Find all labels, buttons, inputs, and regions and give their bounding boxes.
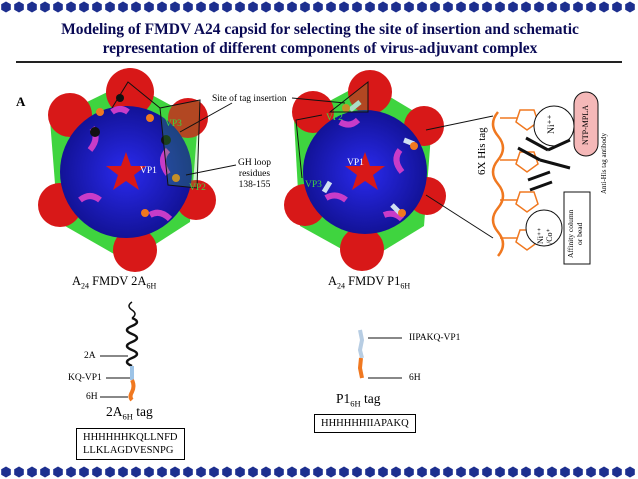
gh-loop-label: GH loop residues 138-155 [238, 158, 271, 191]
right-vp1-label: VP1 [347, 158, 364, 169]
tag-2a6h-schematic [100, 302, 137, 400]
tag-p1-6h-label: 6H [409, 373, 421, 384]
left-name-sub2: 6H [146, 282, 156, 291]
tag-2a-6h-label: 6H [86, 392, 98, 403]
affinity-line-2: or bead [575, 210, 584, 258]
tag-p1-caption: P16H tag [336, 391, 381, 409]
ntp-mpla-label: NTP-MPLA [581, 105, 590, 145]
left-vp2-label: VP2 [189, 183, 206, 194]
gh-loop-line-3: 138-155 [238, 180, 271, 191]
right-name-sub2: 6H [400, 282, 410, 291]
tag-2a-seq-line-1: HHHHHHKQLLNFD [83, 431, 178, 444]
site-of-insertion-label: Site of tag insertion [212, 94, 287, 105]
tag-2a-sequence-box: HHHHHHKQLLNFD LLKLAGDVESNPG [76, 428, 185, 460]
left-capsid-model [38, 68, 236, 272]
tag-p16h-schematic [360, 330, 402, 378]
tag-2a-caption-sub: 6H [123, 412, 133, 422]
left-name-prefix: A [72, 274, 81, 288]
tag-2a-label: 2A [84, 351, 96, 362]
tag-iipakq-label: IIPAKQ-VP1 [409, 333, 460, 344]
right-name-prefix: A [328, 274, 337, 288]
antibody-label: Anti-His tag antibody [600, 133, 608, 194]
ni-bottom-label: Ni⁺⁺ /Co⁺ [536, 228, 554, 244]
left-capsid-name: A24 FMDV 2A6H [72, 274, 156, 291]
ni-bottom-line-1: Ni⁺⁺ [536, 228, 545, 244]
tag-2a-caption-a: 2A [106, 404, 123, 419]
affinity-line-1: Affinity column [566, 210, 575, 258]
right-capsid-name: A24 FMDV P16H [328, 274, 410, 291]
affinity-column-label: Affinity column or bead [566, 210, 584, 258]
panel-label: A [16, 94, 25, 110]
tag-p1-caption-a: P1 [336, 391, 350, 406]
right-capsid-model [284, 70, 493, 271]
tag-2a-seq-line-2: LLKLAGDVESNPG [83, 444, 178, 457]
right-vp2-label: VP2 [326, 113, 343, 124]
his-tag-label: 6X His tag [476, 127, 488, 175]
gh-loop-line-2: residues [238, 169, 271, 180]
ni-top-label: Ni⁺⁺ [547, 114, 558, 134]
left-vp1-label: VP1 [140, 166, 157, 177]
left-name-mid: FMDV 2A [89, 274, 146, 288]
left-name-sub: 24 [81, 282, 89, 291]
ni-bottom-line-2: /Co⁺ [545, 228, 554, 244]
tag-p1-sequence-box: HHHHHHIIAPAKQ [314, 414, 416, 433]
right-vp3-label: VP3 [305, 180, 322, 191]
tag-2a-caption: 2A6H tag [106, 404, 153, 422]
tag-p1-caption-b: tag [361, 391, 381, 406]
tag-p1-caption-sub: 6H [350, 399, 360, 409]
right-name-mid: FMDV P1 [345, 274, 400, 288]
right-name-sub: 24 [337, 282, 345, 291]
tag-2a-caption-b: tag [133, 404, 153, 419]
left-vp3-label: VP3 [165, 119, 182, 130]
tag-kq-vp1-label: KQ-VP1 [68, 373, 102, 384]
gh-loop-line-1: GH loop [238, 158, 271, 169]
